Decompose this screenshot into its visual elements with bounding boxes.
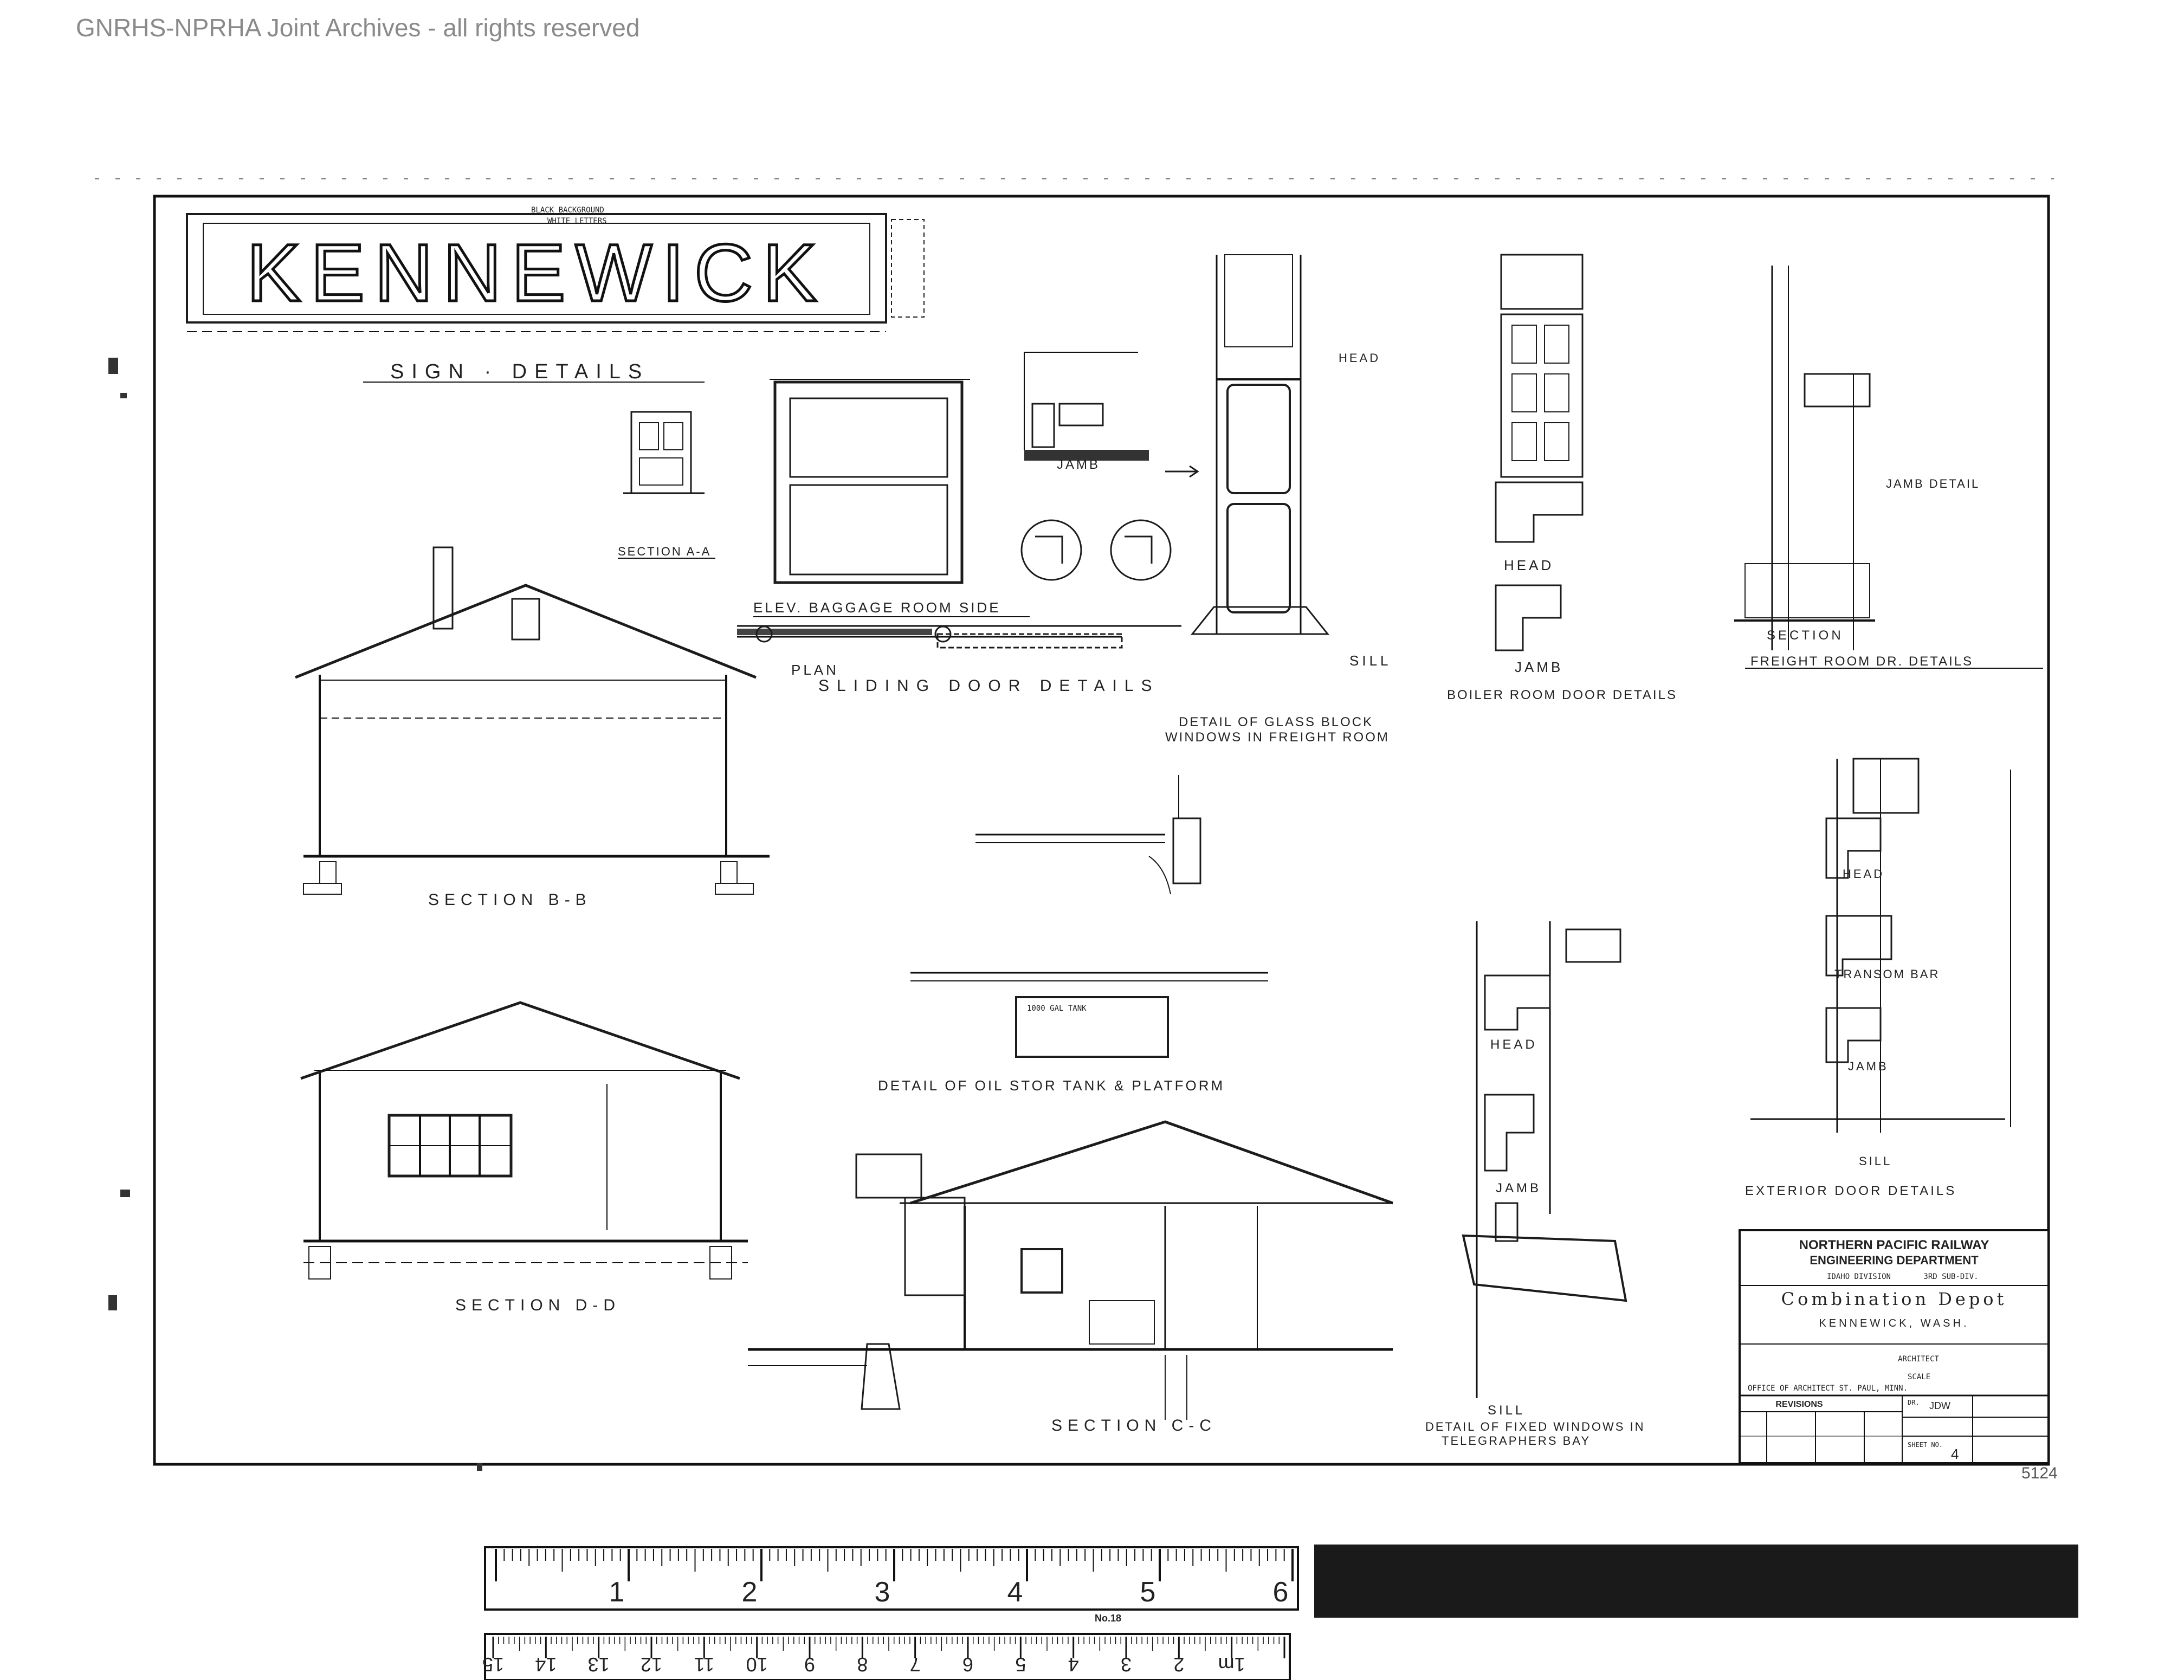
plan-title: PLAN xyxy=(791,662,839,678)
ruler-inch-2: 2 xyxy=(742,1576,758,1608)
title-block: NORTHERN PACIFIC RAILWAY ENGINEERING DEP… xyxy=(1739,1229,2058,1482)
sliding-title: SLIDING DOOR DETAILS xyxy=(818,677,1160,695)
head-4-title: HEAD xyxy=(1843,867,1884,881)
tb-sheet-label: SHEET NO. xyxy=(1908,1441,1943,1449)
ruler-brand: No.18 xyxy=(1095,1613,1121,1624)
ruler-cm-label: 6 xyxy=(962,1653,973,1676)
ruler-inch-ticks xyxy=(495,1549,1294,1581)
glass-block-title-2: WINDOWS IN FREIGHT ROOM xyxy=(1165,730,1390,745)
ruler-cm-label: 10 xyxy=(746,1653,768,1676)
baggage-title: ELEV. BAGGAGE ROOM SIDE xyxy=(753,599,1001,616)
ruler-inch-3: 3 xyxy=(875,1576,890,1608)
ruler-cm-label: 11 xyxy=(694,1653,714,1676)
freight-title: FREIGHT ROOM DR. DETAILS xyxy=(1750,654,1973,669)
margin-marks xyxy=(108,358,482,1471)
ruler-cm-labels: 1m 2 3 4 5 6 7 8 9 10 11 12 13 14 15 xyxy=(482,1653,1245,1676)
jamb-top-title: JAMB xyxy=(1057,457,1100,472)
tb-office: OFFICE OF ARCHITECT ST. PAUL, MINN. xyxy=(1748,1384,1908,1393)
freight-door-detail: SECTION JAMB DETAIL FREIGHT ROOM DR. DET… xyxy=(1734,266,2043,669)
jamb-detail-title: JAMB DETAIL xyxy=(1886,477,1980,490)
ruler-cm-label: 9 xyxy=(804,1653,815,1676)
transom-title: TRANSOM BAR xyxy=(1834,967,1940,981)
section-dd-drawing: SECTION D-D xyxy=(300,1001,748,1314)
gray-scale-strip xyxy=(1314,1545,2078,1618)
section-aa-detail: SECTION A-A xyxy=(618,411,715,559)
tb-sheet-value: 4 xyxy=(1951,1446,1959,1462)
ruler-cm-label: 1m xyxy=(1218,1653,1245,1676)
ruler-cm-ticks xyxy=(492,1637,1285,1658)
exterior-title: EXTERIOR DOOR DETAILS xyxy=(1745,1184,1956,1198)
tb-architect: ARCHITECT xyxy=(1898,1355,1939,1364)
tb-dr-value: JDW xyxy=(1929,1400,1950,1411)
ruler-cm-label: 15 xyxy=(482,1653,504,1676)
tb-division: IDAHO DIVISION xyxy=(1827,1272,1891,1281)
sign-note-1: BLACK BACKGROUND xyxy=(531,206,604,215)
oil-tank-detail: 1000 GAL TANK DETAIL OF OIL STOR TANK & … xyxy=(878,972,1268,1094)
tb-sheet-number: 5124 xyxy=(2021,1464,2058,1482)
sign-caption: SIGN · DETAILS xyxy=(390,360,649,383)
sill-1-title: SILL xyxy=(1349,652,1392,669)
head-2-title: HEAD xyxy=(1504,557,1554,573)
tb-company: NORTHERN PACIFIC RAILWAY xyxy=(1799,1238,1989,1252)
jamb-3-title: JAMB xyxy=(1496,1181,1541,1196)
section-aa-title: SECTION A-A xyxy=(618,545,711,558)
ruler-inch-5: 5 xyxy=(1140,1576,1156,1608)
tb-scale: SCALE xyxy=(1908,1373,1930,1381)
section-dd-title: SECTION D-D xyxy=(455,1296,621,1314)
ruler-cm-label: 8 xyxy=(857,1653,868,1676)
glass-block-title: DETAIL OF GLASS BLOCK xyxy=(1179,715,1373,729)
ruler-inch-1: 1 xyxy=(609,1576,625,1608)
fixed-window-detail: HEAD JAMB SILL DETAIL OF FIXED WINDOWS I… xyxy=(1425,921,1645,1448)
cross-section-drawing xyxy=(975,775,1201,895)
boiler-title: BOILER ROOM DOOR DETAILS xyxy=(1447,688,1677,702)
fixed-title: DETAIL OF FIXED WINDOWS IN xyxy=(1425,1420,1645,1433)
jamb-4-title: JAMB xyxy=(1848,1059,1889,1073)
exterior-door-detail: HEAD TRANSOM BAR JAMB SILL EXTERIOR DOOR… xyxy=(1745,758,2011,1198)
sheet-border xyxy=(153,195,2050,1466)
tb-location: KENNEWICK, WASH. xyxy=(1819,1317,1969,1329)
oil-title: DETAIL OF OIL STOR TANK & PLATFORM xyxy=(878,1077,1225,1094)
measuring-ruler: 1 2 3 4 5 6 No.18 1m 2 3 4 5 6 7 8 9 10 11 12 13 14 15 xyxy=(482,1545,2078,1680)
fixed-title-2: TELEGRAPHERS BAY xyxy=(1442,1434,1591,1448)
jamb-2-title: JAMB xyxy=(1515,659,1563,675)
ruler-cm-label: 13 xyxy=(588,1653,610,1676)
baggage-room-elevation: ELEV. BAGGAGE ROOM SIDE xyxy=(753,379,1030,617)
section-fr-title: SECTION xyxy=(1767,628,1844,643)
section-cc-drawing: SECTION C-C xyxy=(748,1120,1393,1435)
glass-block-detail: HEAD SILL DETAIL OF GLASS BLOCK WINDOWS … xyxy=(1165,254,1392,745)
tb-dr-label: DR. xyxy=(1908,1399,1920,1406)
section-bb-title: SECTION B-B xyxy=(428,891,592,909)
tb-subdivision: 3RD SUB-DIV. xyxy=(1923,1272,1978,1281)
ruler-cm-label: 2 xyxy=(1173,1653,1184,1676)
ruler-cm-label: 4 xyxy=(1068,1653,1079,1676)
sill-4-title: SILL xyxy=(1859,1154,1892,1168)
sign-note-2: WHITE LETTERS xyxy=(547,217,607,225)
sign-letters: KENNEWICK xyxy=(247,227,826,318)
sign-detail: KENNEWICK BLACK BACKGROUND WHITE LETTERS… xyxy=(186,206,925,383)
sill-3-title: SILL xyxy=(1488,1403,1525,1418)
boiler-door-detail: HEAD JAMB BOILER ROOM DOOR DETAILS xyxy=(1447,254,1677,702)
sliding-jamb-detail: JAMB xyxy=(1020,352,1199,581)
ruler-inch-6: 6 xyxy=(1273,1576,1289,1608)
tb-department: ENGINEERING DEPARTMENT xyxy=(1810,1253,1979,1267)
oil-tank-label: 1000 GAL TANK xyxy=(1027,1004,1087,1013)
ruler-inch-4: 4 xyxy=(1007,1576,1023,1608)
section-bb-drawing: SECTION B-B xyxy=(295,546,770,909)
head-1-title: HEAD xyxy=(1339,351,1380,365)
tb-revisions: REVISIONS xyxy=(1775,1400,1823,1409)
ruler-cm-label: 14 xyxy=(535,1653,557,1676)
sliding-door-plan: PLAN SLIDING DOOR DETAILS xyxy=(737,625,1181,695)
section-cc-title: SECTION C-C xyxy=(1051,1417,1217,1435)
ruler-cm-label: 7 xyxy=(910,1653,921,1676)
head-3-title: HEAD xyxy=(1490,1037,1537,1052)
archive-watermark: GNRHS-NPRHA Joint Archives - all rights … xyxy=(76,14,640,42)
ruler-cm-label: 3 xyxy=(1121,1653,1132,1676)
ruler-cm-label: 12 xyxy=(641,1653,662,1676)
tb-drawing-title: Combination Depot xyxy=(1781,1289,2007,1309)
ruler-cm-label: 5 xyxy=(1015,1653,1026,1676)
